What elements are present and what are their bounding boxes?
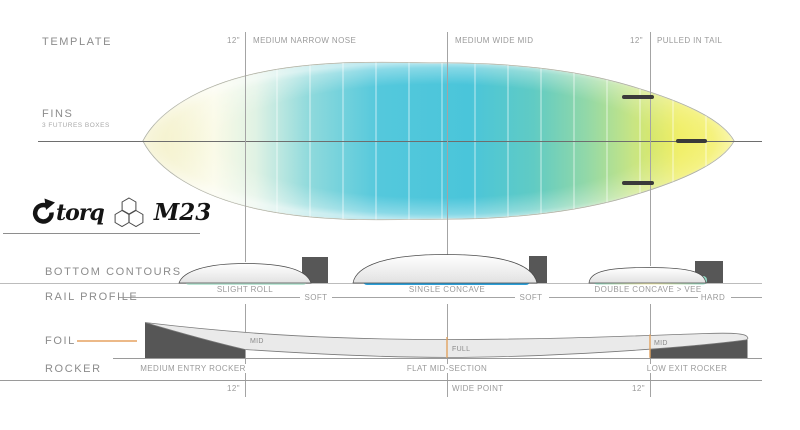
guide-line-tail-12in-lower xyxy=(650,304,651,397)
stringer-lines xyxy=(276,62,707,220)
rocker-section-entry: MEDIUM ENTRY ROCKER xyxy=(133,364,253,374)
rocker-label: ROCKER xyxy=(45,363,102,375)
brand-underline xyxy=(3,233,200,234)
foil-graphic xyxy=(144,322,749,358)
tail-offset-top: 12" xyxy=(630,36,643,45)
foil-ground-line xyxy=(113,358,762,359)
contour-name-text: SINGLE CONCAVE xyxy=(406,285,488,294)
guide-line-wide-point xyxy=(447,32,448,255)
foil-thickness-mid-nose: MID xyxy=(250,338,264,345)
contour-dome-double-concave-vee xyxy=(588,267,707,284)
contour-name-double-concave-vee: DOUBLE CONCAVE > VEE xyxy=(578,285,718,295)
nose-offset-bottom: 12" xyxy=(227,384,240,393)
wide-point-label: WIDE POINT xyxy=(452,384,504,393)
brand-name: torq xyxy=(56,199,105,226)
guide-line-wide-point-lower xyxy=(447,304,448,397)
rail-line-seg2 xyxy=(332,297,515,298)
foil-thickness-full: FULL xyxy=(452,346,471,353)
center-axis-line xyxy=(38,141,762,142)
template-label: TEMPLATE xyxy=(42,36,113,48)
rocker-section-exit: LOW EXIT ROCKER xyxy=(627,364,747,374)
rail-line-seg1 xyxy=(118,297,300,298)
rocker-section-text: LOW EXIT ROCKER xyxy=(644,364,730,373)
side-fin-mark-right xyxy=(622,181,654,185)
rail-type-hard: HARD xyxy=(700,293,726,302)
center-fin-mark xyxy=(676,139,707,143)
contour-name-text: DOUBLE CONCAVE > VEE xyxy=(592,285,704,294)
contour-name-text: SLIGHT ROLL xyxy=(214,285,276,294)
tail-offset-bottom: 12" xyxy=(632,384,645,393)
rail-block-soft-2 xyxy=(529,256,547,283)
rail-block-soft-1 xyxy=(302,257,328,283)
fins-sublabel: 3 FUTURES BOXES xyxy=(42,122,110,129)
foil-accent-line xyxy=(77,340,137,342)
guide-line-nose-12in-lower xyxy=(245,304,246,397)
guide-line-tail-12in xyxy=(650,32,651,266)
rail-block-hard xyxy=(695,261,723,283)
contour-dome-single-concave xyxy=(352,254,538,284)
foil-label: FOIL xyxy=(45,335,76,347)
contour-name-slight-roll: SLIGHT ROLL xyxy=(195,285,295,295)
brand-row: torq M23 xyxy=(30,197,211,228)
rail-line-seg3 xyxy=(549,297,698,298)
rocker-section-text: MEDIUM ENTRY ROCKER xyxy=(138,364,248,373)
guide-line-nose-12in xyxy=(245,32,246,262)
contour-dome-slight-roll xyxy=(178,263,312,284)
rocker-section-mid: FLAT MID-SECTION xyxy=(387,364,507,374)
rail-profile-label: RAIL PROFILE xyxy=(45,291,139,303)
foil-entry-rocker-dark xyxy=(145,322,245,358)
nose-offset-top: 12" xyxy=(227,36,240,45)
mid-template-label: MEDIUM WIDE MID xyxy=(455,36,534,45)
contours-baseline xyxy=(0,283,762,284)
rocker-section-text: FLAT MID-SECTION xyxy=(404,364,490,373)
tail-template-label: PULLED IN TAIL xyxy=(657,36,723,45)
torq-arrow-icon xyxy=(32,198,55,224)
foil-thickness-mid-tail: MID xyxy=(654,340,668,347)
hexagons-logo-icon xyxy=(114,197,144,228)
rail-type-soft-2: SOFT xyxy=(519,293,543,302)
rail-line-seg4 xyxy=(731,297,762,298)
bottom-contours-label: BOTTOM CONTOURS xyxy=(45,266,182,278)
rail-type-soft-1: SOFT xyxy=(304,293,328,302)
model-name: M23 xyxy=(153,199,212,226)
side-fin-mark-left xyxy=(622,95,654,99)
rocker-bottom-line xyxy=(0,380,762,381)
nose-template-label: MEDIUM NARROW NOSE xyxy=(253,36,357,45)
fins-label: FINS xyxy=(42,108,74,120)
contour-name-single-concave: SINGLE CONCAVE xyxy=(387,285,507,295)
